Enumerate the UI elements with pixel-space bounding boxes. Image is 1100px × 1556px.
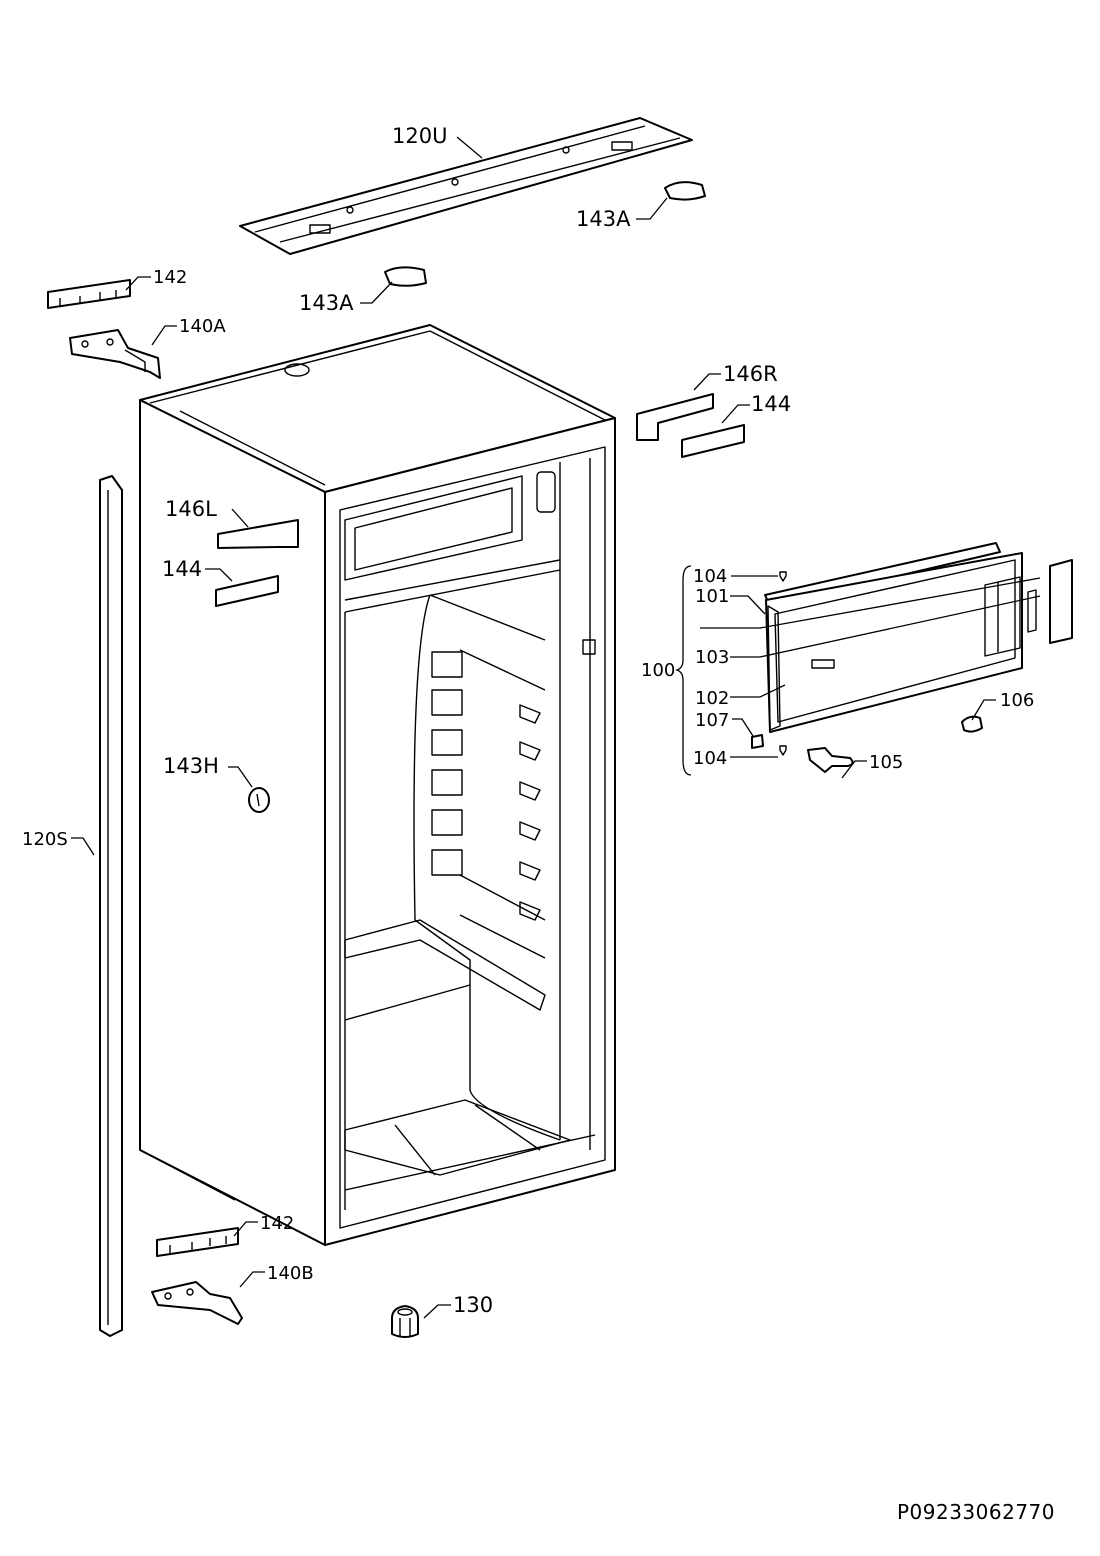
label-100: 100 — [641, 660, 675, 681]
label-102: 102 — [695, 688, 729, 709]
label-143A-left: 143A — [299, 291, 354, 315]
cover-146L — [217, 519, 299, 549]
label-107: 107 — [695, 710, 729, 731]
drawing-number: P09233062770 — [896, 1500, 1055, 1524]
label-105: 105 — [869, 752, 903, 773]
cabinet-body — [139, 324, 616, 1246]
label-144-right: 144 — [751, 392, 791, 416]
cap-143A-left — [384, 266, 427, 287]
label-143A-right: 143A — [576, 207, 631, 231]
shelf-clips — [519, 704, 541, 921]
label-142-bottom: 142 — [260, 1213, 294, 1234]
label-104-bottom: 104 — [693, 748, 727, 769]
spacer-142-bottom — [156, 1227, 239, 1257]
label-104-top: 104 — [693, 566, 727, 587]
cap-143A-right — [664, 181, 706, 201]
strip-144-left — [215, 575, 279, 607]
side-trim-120S — [99, 475, 123, 1337]
shelf-supports — [431, 651, 463, 876]
callout-labels: 120U 143A 143A 142 140A 146R 144 146L 14… — [22, 124, 1034, 1317]
freezer-door-assembly — [751, 542, 1073, 773]
label-103: 103 — [695, 647, 729, 668]
label-143H: 143H — [163, 754, 219, 778]
hinge-140B — [151, 1281, 243, 1325]
label-140A: 140A — [179, 316, 226, 337]
label-142-top: 142 — [153, 267, 187, 288]
label-106: 106 — [1000, 690, 1034, 711]
label-120U: 120U — [392, 124, 447, 148]
hinge-140A — [69, 329, 161, 379]
label-146R: 146R — [723, 362, 778, 386]
top-cover-120U — [239, 117, 693, 255]
label-120S: 120S — [22, 829, 68, 850]
strip-144-right — [681, 424, 745, 458]
plug-143H — [248, 787, 270, 813]
label-101: 101 — [695, 586, 729, 607]
leader-lines — [71, 136, 1041, 1319]
foot-130 — [391, 1305, 419, 1338]
cover-146R — [636, 393, 714, 441]
label-146L: 146L — [165, 497, 217, 521]
label-140B: 140B — [267, 1263, 314, 1284]
label-144-left: 144 — [162, 557, 202, 581]
label-130: 130 — [453, 1293, 493, 1317]
spacer-142-top — [47, 279, 131, 309]
